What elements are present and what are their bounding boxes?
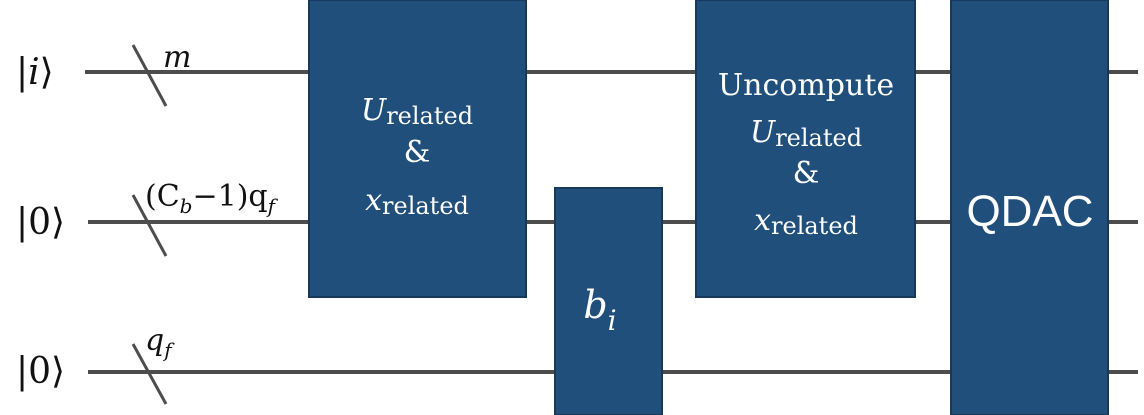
gate-u-related: Urelated & xrelated xyxy=(308,0,527,298)
gate-qdac-label: QDAC xyxy=(966,187,1093,236)
gate-u-related-amp: & xyxy=(404,135,431,170)
wire-label-cb-qf: (Cb−1)qf xyxy=(145,179,279,218)
gate-uncompute-u-label: Urelated xyxy=(750,115,862,152)
gate-uncompute: Uncompute Urelated & xrelated xyxy=(695,0,916,298)
wire-label-m: m xyxy=(163,40,191,75)
gate-u-related-x-label: xrelated xyxy=(365,183,469,220)
wire-slash-middle xyxy=(131,194,168,257)
wire-label-qf: qf xyxy=(145,323,175,362)
ket-0-middle: |0⟩ xyxy=(16,202,65,243)
gate-u-related-u-label: Urelated xyxy=(361,93,473,130)
gate-uncompute-title: Uncompute xyxy=(718,68,894,103)
gate-b-i-label: bi xyxy=(583,283,616,337)
gate-qdac: QDAC xyxy=(950,0,1109,415)
wire-slash-bottom xyxy=(131,343,168,405)
gate-b-i: bi xyxy=(554,187,663,415)
gate-uncompute-amp: & xyxy=(793,156,820,191)
ket-i: |i⟩ xyxy=(16,52,54,93)
wire-slash-top xyxy=(131,44,168,107)
ket-0-bottom: |0⟩ xyxy=(16,351,65,392)
gate-uncompute-x-label: xrelated xyxy=(754,203,858,240)
